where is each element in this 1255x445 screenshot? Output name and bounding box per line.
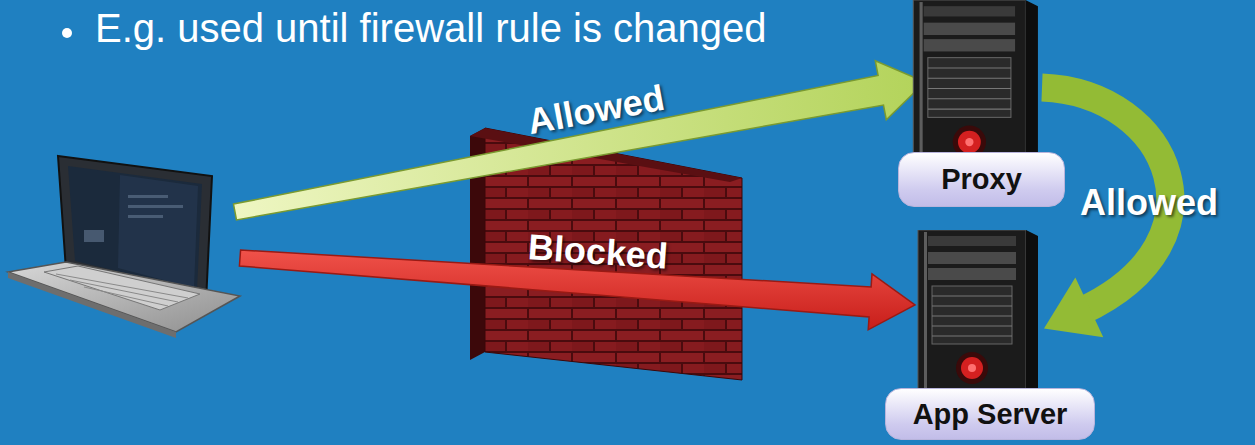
laptop xyxy=(8,156,240,338)
bullet-text: E.g. used until firewall rule is changed xyxy=(95,6,766,51)
server-node: Proxy xyxy=(905,0,1040,175)
arrow-head xyxy=(1044,278,1103,338)
server-node: App Server xyxy=(910,230,1040,400)
server-tower xyxy=(910,230,1040,400)
allowed-arrow xyxy=(234,61,926,220)
bullet-dot xyxy=(62,28,72,38)
server-tower xyxy=(905,0,1040,175)
edge-label: Allowed xyxy=(1080,182,1218,224)
server-label: Proxy xyxy=(898,152,1065,207)
server-label: App Server xyxy=(885,388,1095,440)
